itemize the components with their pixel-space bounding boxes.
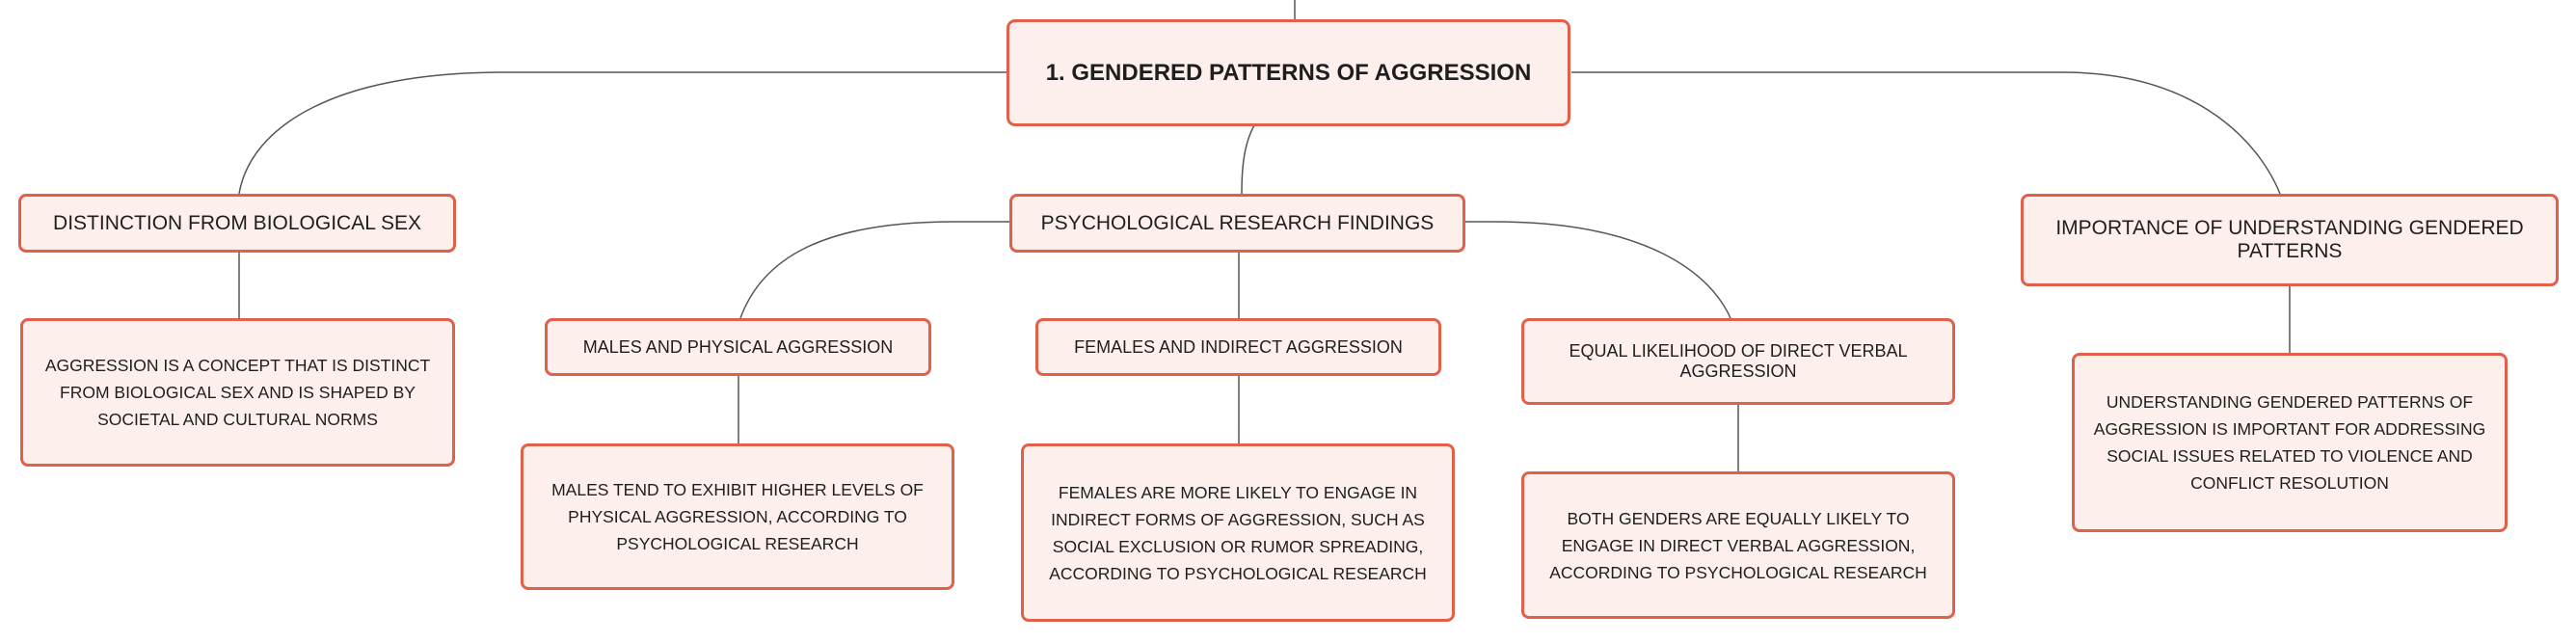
subbranch-females-indirect[interactable]: FEMALES AND INDIRECT AGGRESSION	[1035, 318, 1441, 376]
branch-biological-sex-label: DISTINCTION FROM BIOLOGICAL SEX	[53, 211, 421, 234]
detail-males-physical[interactable]: MALES TEND TO EXHIBIT HIGHER LEVELS OF P…	[521, 443, 954, 590]
detail-biological-sex-text: AGGRESSION IS A CONCEPT THAT IS DISTINCT…	[44, 356, 431, 429]
detail-biological-sex[interactable]: AGGRESSION IS A CONCEPT THAT IS DISTINCT…	[20, 318, 455, 467]
branch-importance-label: IMPORTANCE OF UNDERSTANDING GENDERED PAT…	[2055, 217, 2524, 262]
detail-equal-verbal-text: BOTH GENDERS ARE EQUALLY LIKELY TO ENGAG…	[1549, 508, 1927, 582]
detail-importance[interactable]: UNDERSTANDING GENDERED PATTERNS OF AGGRE…	[2072, 353, 2508, 532]
detail-equal-verbal[interactable]: BOTH GENDERS ARE EQUALLY LIKELY TO ENGAG…	[1521, 471, 1955, 619]
branch-importance[interactable]: IMPORTANCE OF UNDERSTANDING GENDERED PAT…	[2021, 194, 2559, 286]
subbranch-equal-verbal[interactable]: EQUAL LIKELIHOOD OF DIRECT VERBAL AGGRES…	[1521, 318, 1955, 405]
root-node-label: 1. GENDERED PATTERNS OF AGGRESSION	[1045, 59, 1532, 86]
connector-research-to-males	[739, 221, 1011, 319]
connector-root-to-research	[1241, 124, 1255, 195]
subbranch-equal-verbal-label: EQUAL LIKELIHOOD OF DIRECT VERBAL AGGRES…	[1569, 341, 1908, 381]
branch-research-findings-label: PSYCHOLOGICAL RESEARCH FINDINGS	[1040, 211, 1435, 234]
connector-root-to-importance	[1571, 71, 2281, 195]
detail-females-indirect[interactable]: FEMALES ARE MORE LIKELY TO ENGAGE IN IND…	[1021, 443, 1455, 622]
detail-importance-text: UNDERSTANDING GENDERED PATTERNS OF AGGRE…	[2093, 392, 2486, 493]
detail-females-indirect-text: FEMALES ARE MORE LIKELY TO ENGAGE IN IND…	[1049, 482, 1427, 583]
subbranch-males-physical-label: MALES AND PHYSICAL AGGRESSION	[582, 336, 894, 357]
branch-biological-sex[interactable]: DISTINCTION FROM BIOLOGICAL SEX	[18, 194, 456, 253]
detail-males-physical-text: MALES TEND TO EXHIBIT HIGHER LEVELS OF P…	[551, 480, 924, 553]
connector-root-to-biological	[238, 71, 1008, 195]
subbranch-males-physical[interactable]: MALES AND PHYSICAL AGGRESSION	[545, 318, 931, 376]
branch-research-findings[interactable]: PSYCHOLOGICAL RESEARCH FINDINGS	[1009, 194, 1465, 253]
connector-research-to-equal	[1465, 221, 1731, 319]
root-node[interactable]: 1. GENDERED PATTERNS OF AGGRESSION	[1006, 19, 1570, 126]
subbranch-females-indirect-label: FEMALES AND INDIRECT AGGRESSION	[1074, 336, 1403, 357]
